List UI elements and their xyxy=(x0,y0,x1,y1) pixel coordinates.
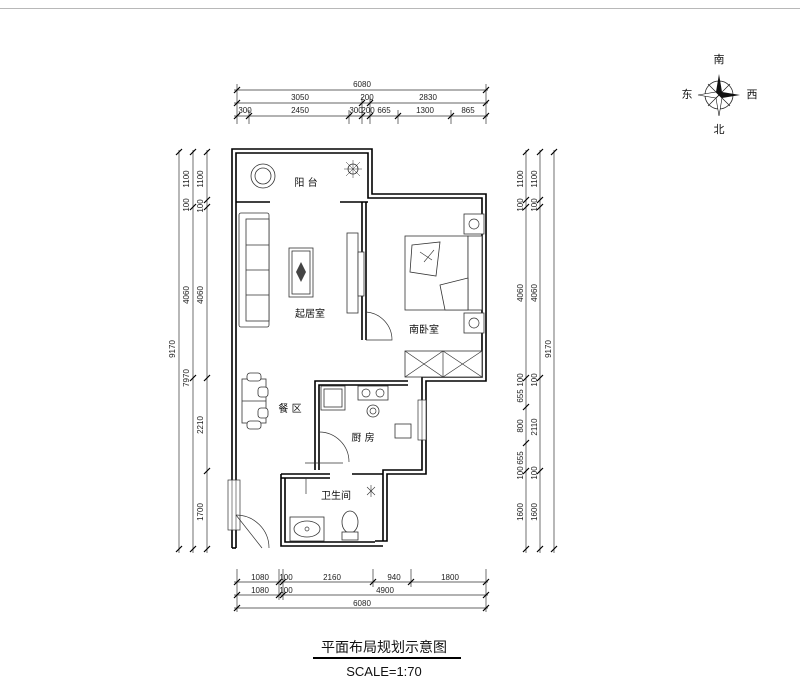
dim-left-mid-d: 7970 xyxy=(182,369,191,387)
compass-south-label: 南 xyxy=(714,53,725,66)
dim-bottom-row2-a: 1080 xyxy=(251,586,269,595)
dim-left-mid-c: 4060 xyxy=(182,286,191,304)
shower-icon xyxy=(366,485,376,497)
dim-top-row3-c: 300 xyxy=(349,106,363,115)
dim-bottom-row2-c: 4900 xyxy=(376,586,394,595)
compass-west-label: 西 xyxy=(747,88,758,101)
dim-right-mid-b: 100 xyxy=(530,198,539,212)
dim-right-inner-g: 655 xyxy=(516,451,525,465)
right-dimension-lines xyxy=(522,148,558,553)
dim-left-total: 9170 xyxy=(168,340,177,358)
bed-icon xyxy=(404,235,483,311)
dim-left-mid-b: 100 xyxy=(182,198,191,212)
window-marks xyxy=(227,399,427,531)
dim-right-inner-d: 100 xyxy=(516,373,525,387)
dim-left-mid-a: 1100 xyxy=(182,170,191,188)
dim-right-mid-e: 2110 xyxy=(530,418,539,436)
dim-top-row3-b: 2450 xyxy=(291,106,309,115)
dim-left-outer-e: 1700 xyxy=(196,503,205,521)
nightstand-icon xyxy=(463,213,485,334)
top-border-line xyxy=(0,8,800,9)
dim-bottom-row1-a: 1080 xyxy=(251,573,269,582)
dim-right-mid-a: 1100 xyxy=(530,170,539,188)
compass-east-label: 东 xyxy=(682,88,693,101)
toilet-icon xyxy=(341,510,359,541)
dim-top-row2-a: 3050 xyxy=(291,93,309,102)
compass-star-icon xyxy=(697,74,740,117)
dim-right-mid-g: 1600 xyxy=(530,503,539,521)
dim-right-inner-b: 100 xyxy=(516,198,525,212)
dim-bottom-row2-b: 100 xyxy=(279,586,293,595)
room-label-dining: 餐 区 xyxy=(278,402,301,415)
dim-top-row3-a: 300 xyxy=(238,106,252,115)
dim-right-mid-f: 100 xyxy=(530,466,539,480)
dim-bottom-row1-c: 2160 xyxy=(323,573,341,582)
wardrobe-icon xyxy=(404,350,483,378)
dim-bottom-row1-e: 1800 xyxy=(441,573,459,582)
room-label-living-room: 起居室 xyxy=(295,307,325,320)
top-dimension-lines xyxy=(233,84,490,124)
left-dimension-lines xyxy=(175,148,211,553)
tv-cabinet-icon xyxy=(346,232,365,314)
compass-rose: 南 东 西 北 xyxy=(682,53,758,136)
dim-right-mid-c: 4060 xyxy=(530,284,539,302)
dim-top-row3-f: 1300 xyxy=(416,106,434,115)
exterior-walls xyxy=(231,148,487,549)
dim-right-mid-d: 100 xyxy=(530,373,539,387)
dim-right-inner-c: 4060 xyxy=(516,284,525,302)
bottom-dimension-lines xyxy=(233,569,490,612)
dim-left-outer-b: 100 xyxy=(196,199,205,213)
door-swings xyxy=(235,311,393,549)
plan-title: 平面布局规划示意图 xyxy=(321,639,447,656)
dim-bottom-row1-d: 940 xyxy=(387,573,401,582)
room-label-bathroom: 卫生间 xyxy=(321,489,351,502)
coffee-table-icon xyxy=(288,247,314,298)
kitchen-sink-icon xyxy=(357,385,389,418)
dim-right-inner-i: 1600 xyxy=(516,503,525,521)
dim-top-row3-e: 665 xyxy=(377,106,391,115)
room-label-balcony: 阳 台 xyxy=(294,176,317,189)
plant-icon xyxy=(344,160,362,178)
dim-left-outer-a: 1100 xyxy=(196,170,205,188)
dining-table-icon xyxy=(241,372,269,430)
dim-bottom-total: 6080 xyxy=(353,599,371,608)
plan-scale: SCALE=1:70 xyxy=(346,664,422,679)
compass-north-label: 北 xyxy=(714,123,725,136)
dim-top-total: 6080 xyxy=(353,80,371,89)
dim-bottom-row1-b: 100 xyxy=(279,573,293,582)
dim-right-inner-e: 655 xyxy=(516,389,525,403)
dim-top-row3-d: 200 xyxy=(361,106,375,115)
armchair-icon xyxy=(250,163,276,189)
dim-top-row2-b: 200 xyxy=(360,93,374,102)
stove-icon xyxy=(320,385,346,411)
counter-appliance-icon xyxy=(394,423,412,439)
dim-top-row3-g: 865 xyxy=(461,106,475,115)
room-label-south-bedroom: 南卧室 xyxy=(409,323,439,336)
dim-top-row2-c: 2830 xyxy=(419,93,437,102)
room-label-kitchen: 厨 房 xyxy=(351,431,374,444)
dim-left-outer-d: 2210 xyxy=(196,416,205,434)
dim-left-outer-c: 4060 xyxy=(196,286,205,304)
dim-right-inner-h: 100 xyxy=(516,466,525,480)
dim-right-total: 9170 xyxy=(544,340,553,358)
wash-basin-icon xyxy=(289,516,325,542)
dim-right-inner-f: 800 xyxy=(516,419,525,433)
dim-right-inner-a: 1100 xyxy=(516,170,525,188)
sofa-icon xyxy=(238,212,270,328)
